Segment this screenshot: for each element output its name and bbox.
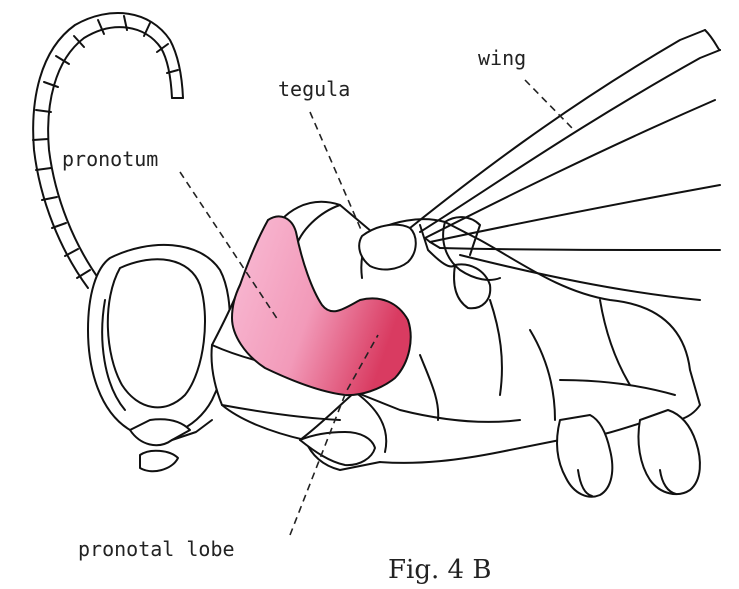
label-wing: wing — [478, 46, 526, 70]
label-tegula: tegula — [278, 77, 350, 101]
tegula-shape — [359, 225, 416, 270]
label-pronotum: pronotum — [62, 147, 158, 171]
figure-caption: Fig. 4 B — [388, 555, 491, 585]
label-pronotal-lobe: pronotal lobe — [78, 537, 235, 561]
head — [88, 245, 230, 471]
